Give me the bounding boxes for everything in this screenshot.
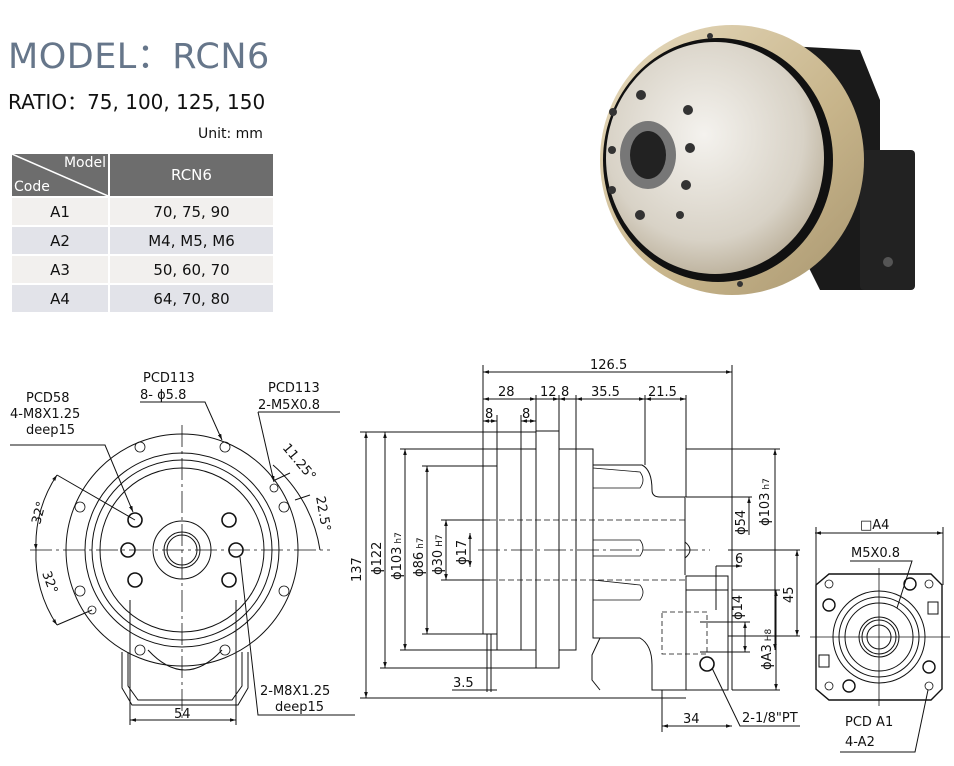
dim-dia-30-value: ϕ30 [431,550,446,575]
angle-22-5: 22.5° [312,495,333,533]
dim-45: 45 [782,586,797,603]
dim-dia-103-tolerance: h7 [394,532,404,543]
dim-3-5: 3.5 [453,676,474,691]
pcd113-thread-spec: 2-M5X0.8 [258,398,320,413]
value-cell: 64, 70, 80 [108,283,275,314]
side-view [360,365,800,732]
pcd113-holes-label: PCD113 [143,371,195,386]
a2-holes-label: 4-A2 [845,735,875,750]
diagonal-divider [12,154,108,196]
pcd58-depth-label: deep15 [26,423,75,438]
angle-32-top: 32° [29,500,49,526]
dim-dia-103-outer-tolerance: h7 [762,478,772,489]
dim-dia-14: ϕ14 [731,595,746,620]
table-corner-header: Model Code [10,152,110,198]
dim-dia-30-tolerance: H7 [435,534,445,547]
dim-dia-103: ϕ103 h7 [390,532,405,580]
code-cell: A3 [10,254,110,285]
dim-dia-17: ϕ17 [455,540,470,565]
code-cell: A1 [10,196,110,227]
square-a4-label: □A4 [860,518,889,533]
model-title: MODEL：RCN6 [8,37,270,77]
m5-thread-label: M5X0.8 [851,546,900,561]
dim-8-left: 8 [485,407,493,422]
angle-32-bottom: 32° [38,569,60,596]
dim-21-5: 21.5 [648,385,677,400]
pcd58-thread-label: 4-M8X1.25 [10,407,80,422]
dim-dia-122: ϕ122 [370,542,385,575]
value-cell: 70, 75, 90 [108,196,275,227]
pcd113-thread-label: PCD113 [268,381,320,396]
dim-35-5: 35.5 [591,385,620,400]
column-header-rcn6: RCN6 [108,152,275,198]
dim-8-right: 8 [522,407,530,422]
dim-dia-103-value: ϕ103 [390,547,405,580]
pcd113-holes-spec: 8- ϕ5.8 [140,388,186,403]
dim-6: 6 [735,552,743,567]
angle-11-25: 11.25° [279,441,319,484]
pcd-a1-label: PCD A1 [845,715,893,730]
dim-dia-a3-tolerance: H8 [764,628,774,641]
dim-dia-86-value: ϕ86 [412,552,427,577]
code-cell: A4 [10,283,110,314]
dim-126-5: 126.5 [590,358,627,373]
dim-dia-86: ϕ86h7 [412,537,427,577]
dim-dia-30: ϕ30H7 [431,534,446,575]
ratio-text: RATIO：75, 100, 125, 150 [8,90,266,114]
front-view [10,401,355,725]
m8-depth-label: deep15 [275,700,324,715]
dim-54: 54 [174,707,191,722]
dim-dia-86-tolerance: h7 [416,537,426,548]
dim-12: 12 [540,385,557,400]
dim-28: 28 [498,385,515,400]
unit-label: Unit: mm [198,126,263,142]
value-cell: 50, 60, 70 [108,254,275,285]
dim-dia-54: ϕ54 [734,510,749,535]
end-view [810,527,950,753]
dim-dia-a3-value: ϕA3 [760,644,775,670]
pt-port-label: 2-1/8"PT [742,711,798,726]
dim-dia-103-outer: ϕ103 h7 [758,478,773,526]
pcd58-label: PCD58 [26,391,69,406]
product-photo [600,25,915,295]
dim-34: 34 [683,712,700,727]
code-cell: A2 [10,225,110,256]
dim-8-top: 8 [561,385,569,400]
dim-137: 137 [350,557,365,582]
dim-dia-a3: ϕA3H8 [760,628,775,670]
dim-dia-103-outer-value: ϕ103 [758,493,773,526]
corner-model-label: Model [63,155,106,171]
corner-code-label: Code [14,179,50,195]
m8-thread-label: 2-M8X1.25 [260,684,330,699]
value-cell: M4, M5, M6 [108,225,275,256]
